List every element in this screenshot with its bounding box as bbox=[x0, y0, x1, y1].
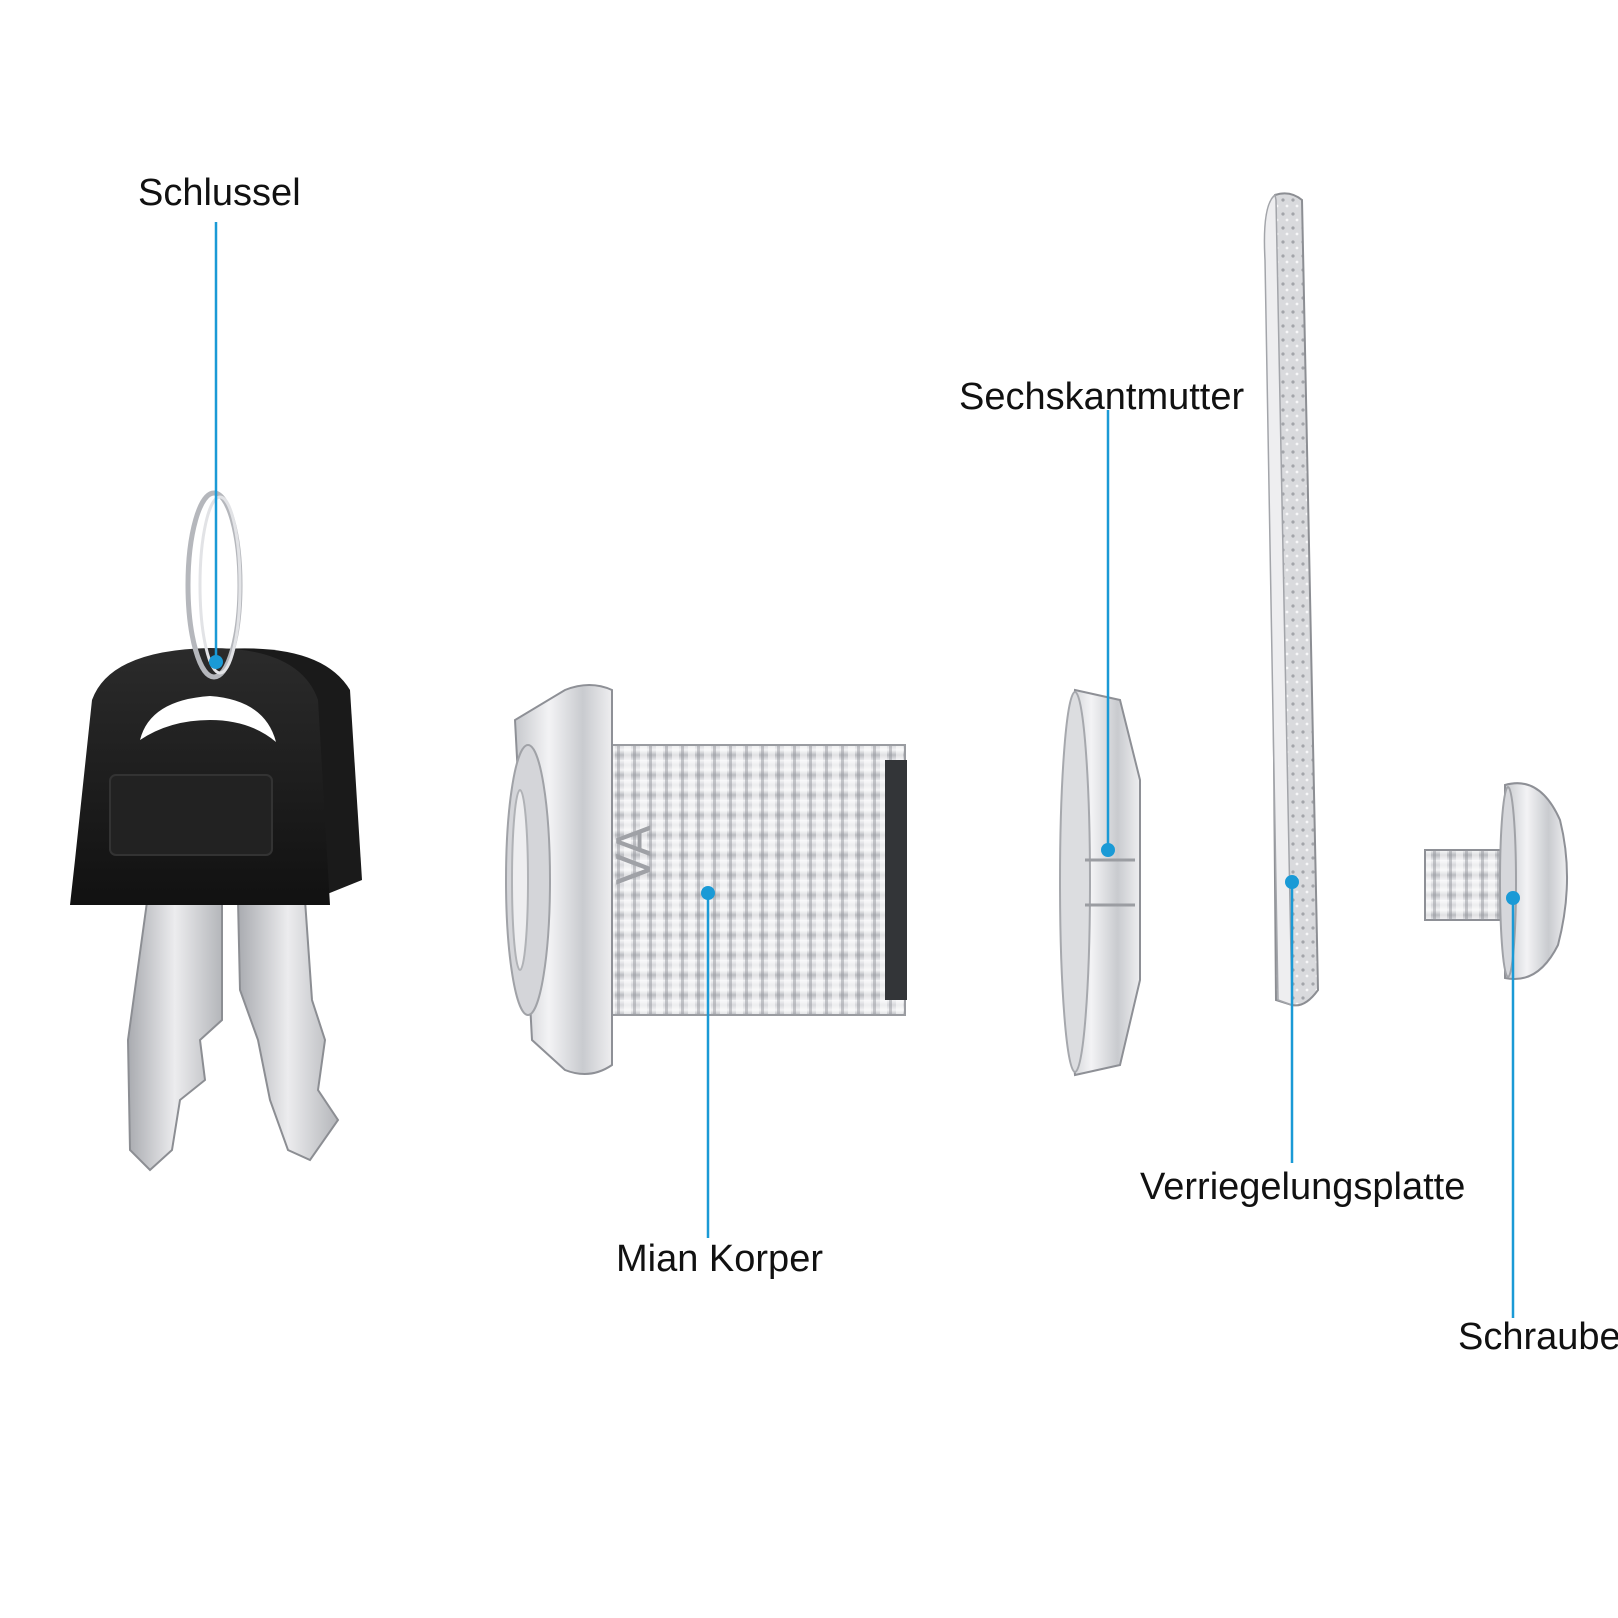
leader-dot-lock-plate bbox=[1285, 875, 1299, 889]
lock-plate-illustration bbox=[1263, 192, 1320, 1007]
lock-body-keyway bbox=[511, 789, 529, 971]
lock-plate-edge bbox=[1263, 193, 1293, 1007]
key-head-hole bbox=[140, 696, 276, 742]
lock-body-illustration: VA bbox=[505, 684, 907, 1075]
hex-nut-illustration bbox=[1059, 688, 1141, 1077]
lock-body-engraving: VA bbox=[607, 824, 661, 885]
hex-nut-face bbox=[1059, 691, 1091, 1073]
leader-lines bbox=[209, 222, 1520, 1318]
keys-illustration bbox=[70, 490, 362, 1172]
key-blade-left bbox=[126, 879, 223, 1172]
leader-dot-body bbox=[701, 886, 715, 900]
label-screw: Schraube bbox=[1458, 1316, 1618, 1358]
screw-illustration bbox=[1424, 782, 1568, 980]
leader-dot-screw bbox=[1506, 891, 1520, 905]
label-body: Mian Korper bbox=[616, 1238, 823, 1280]
leader-dot-hex-nut bbox=[1101, 843, 1115, 857]
label-key: Schlussel bbox=[138, 172, 301, 214]
label-hex-nut: Sechskantmutter bbox=[959, 376, 1245, 418]
leader-dot-key bbox=[209, 655, 223, 669]
screw-head bbox=[1504, 782, 1568, 980]
key-blade-right bbox=[236, 899, 340, 1162]
key-head-label-plate bbox=[109, 774, 273, 856]
label-lock-plate: Verriegelungsplatte bbox=[1140, 1166, 1466, 1208]
key-ring-inner bbox=[198, 495, 242, 675]
screw-thread bbox=[1424, 849, 1511, 921]
lock-body-dark-end bbox=[885, 760, 907, 1000]
